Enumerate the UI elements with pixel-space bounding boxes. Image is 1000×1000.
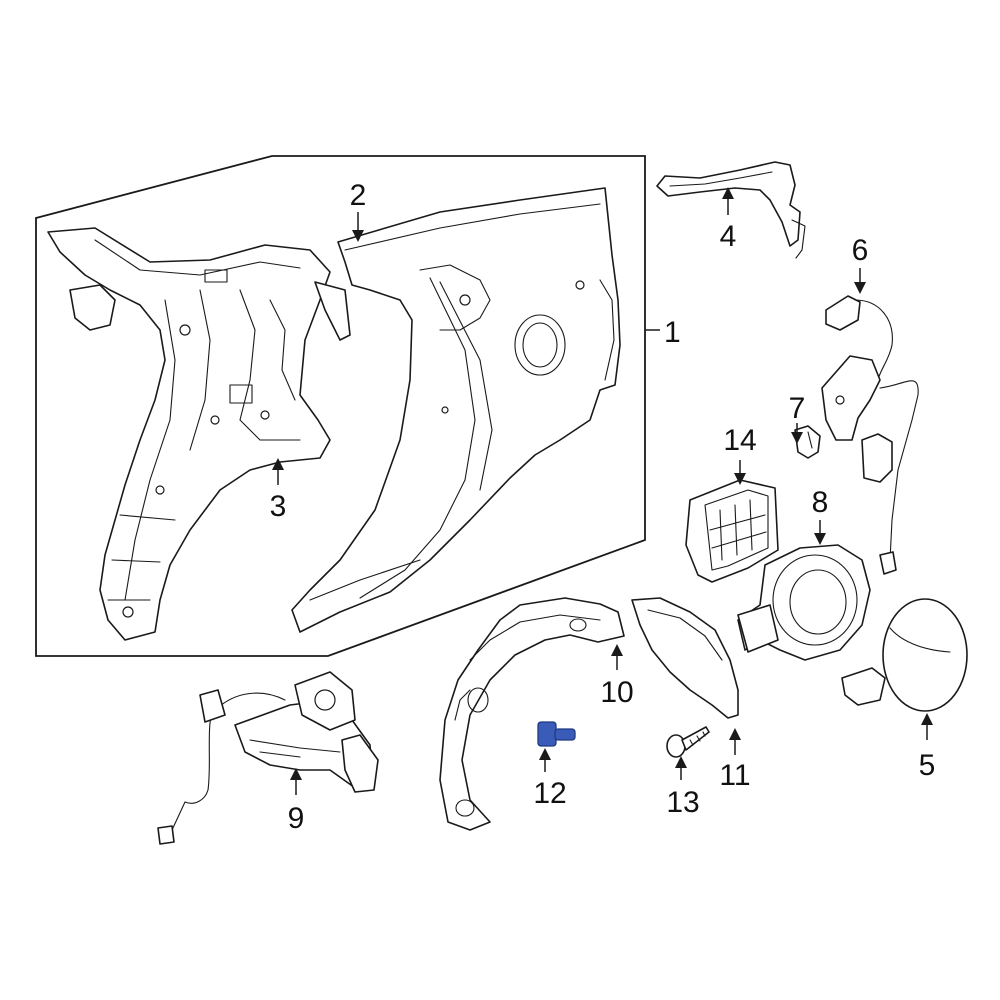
part-8-housing — [737, 544, 871, 661]
part-3-inner-panel — [47, 227, 351, 641]
callout-7: 7 — [789, 392, 806, 425]
callout-1: 1 — [664, 316, 681, 349]
part-13-screw — [666, 726, 710, 758]
part-10-liner — [439, 597, 625, 831]
callout-labels: 1 2 3 4 5 6 7 8 9 10 11 12 13 14 — [270, 179, 936, 835]
callout-13: 13 — [666, 786, 699, 819]
part-12-bolt — [537, 721, 576, 747]
callout-11: 11 — [719, 759, 750, 792]
assembly-frame — [35, 155, 646, 657]
part-7-clip — [794, 425, 821, 459]
part-4-bracket — [656, 161, 806, 259]
part-6-actuator — [821, 295, 919, 575]
callout-9: 9 — [288, 802, 305, 835]
callout-8: 8 — [812, 486, 829, 519]
callout-10: 10 — [600, 676, 633, 709]
leader-lines — [272, 187, 933, 795]
callout-4: 4 — [720, 220, 737, 253]
callout-5: 5 — [919, 749, 936, 782]
part-14-vent — [685, 479, 779, 583]
callout-2: 2 — [350, 179, 367, 212]
callout-14: 14 — [723, 424, 756, 457]
callout-6: 6 — [852, 234, 869, 267]
part-5-fuel-door — [841, 598, 968, 712]
callout-3: 3 — [270, 490, 287, 523]
callout-12: 12 — [533, 777, 566, 810]
part-9-module — [157, 671, 379, 845]
part-11-shield — [631, 597, 739, 719]
part-2-outer-panel — [291, 187, 621, 633]
